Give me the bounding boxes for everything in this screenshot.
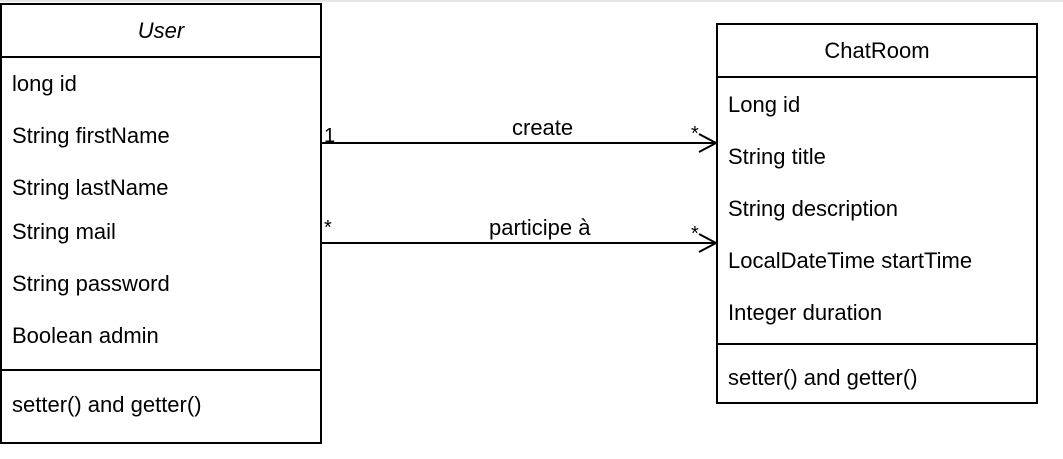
- chatroom-attribute-description: String description: [728, 196, 898, 221]
- association-create-source-multiplicity: 1: [324, 125, 336, 147]
- user-attribute-admin: Boolean admin: [12, 323, 159, 348]
- user-attribute-id: long id: [12, 71, 77, 96]
- association-participe-label: participe à: [489, 215, 591, 240]
- class-user-methods: setter() and getter(): [2, 369, 320, 442]
- class-chatroom-name: ChatRoom: [718, 25, 1036, 78]
- user-attribute-mail: String mail: [12, 219, 116, 244]
- class-chatroom[interactable]: ChatRoom Long id String title String des…: [716, 23, 1038, 404]
- chatroom-method-accessors: setter() and getter(): [728, 365, 918, 390]
- association-participe-source-multiplicity: *: [324, 217, 332, 239]
- association-create-edge[interactable]: [322, 133, 719, 153]
- chatroom-attribute-title: String title: [728, 144, 826, 169]
- association-create-label: create: [512, 115, 574, 140]
- user-attribute-firstname: String firstName: [12, 123, 170, 148]
- class-user-attributes: long id String firstName String lastName…: [2, 58, 320, 369]
- user-attribute-password: String password: [12, 271, 170, 296]
- chatroom-attribute-id: Long id: [728, 92, 801, 117]
- chatroom-attribute-starttime: LocalDateTime startTime: [728, 248, 973, 273]
- class-user-name: User: [2, 5, 320, 58]
- top-divider: [0, 0, 1063, 2]
- user-method-accessors: setter() and getter(): [12, 392, 202, 417]
- chatroom-attribute-duration: Integer duration: [728, 300, 883, 325]
- association-create-target-multiplicity: *: [691, 123, 699, 145]
- association-participe-edge[interactable]: [322, 233, 719, 253]
- class-user[interactable]: User long id String firstName String las…: [0, 3, 322, 444]
- class-chatroom-attributes: Long id String title String description …: [718, 78, 1036, 343]
- class-chatroom-methods: setter() and getter(): [718, 343, 1036, 402]
- user-attribute-lastname: String lastName: [12, 175, 169, 200]
- association-participe-target-multiplicity: *: [691, 223, 699, 245]
